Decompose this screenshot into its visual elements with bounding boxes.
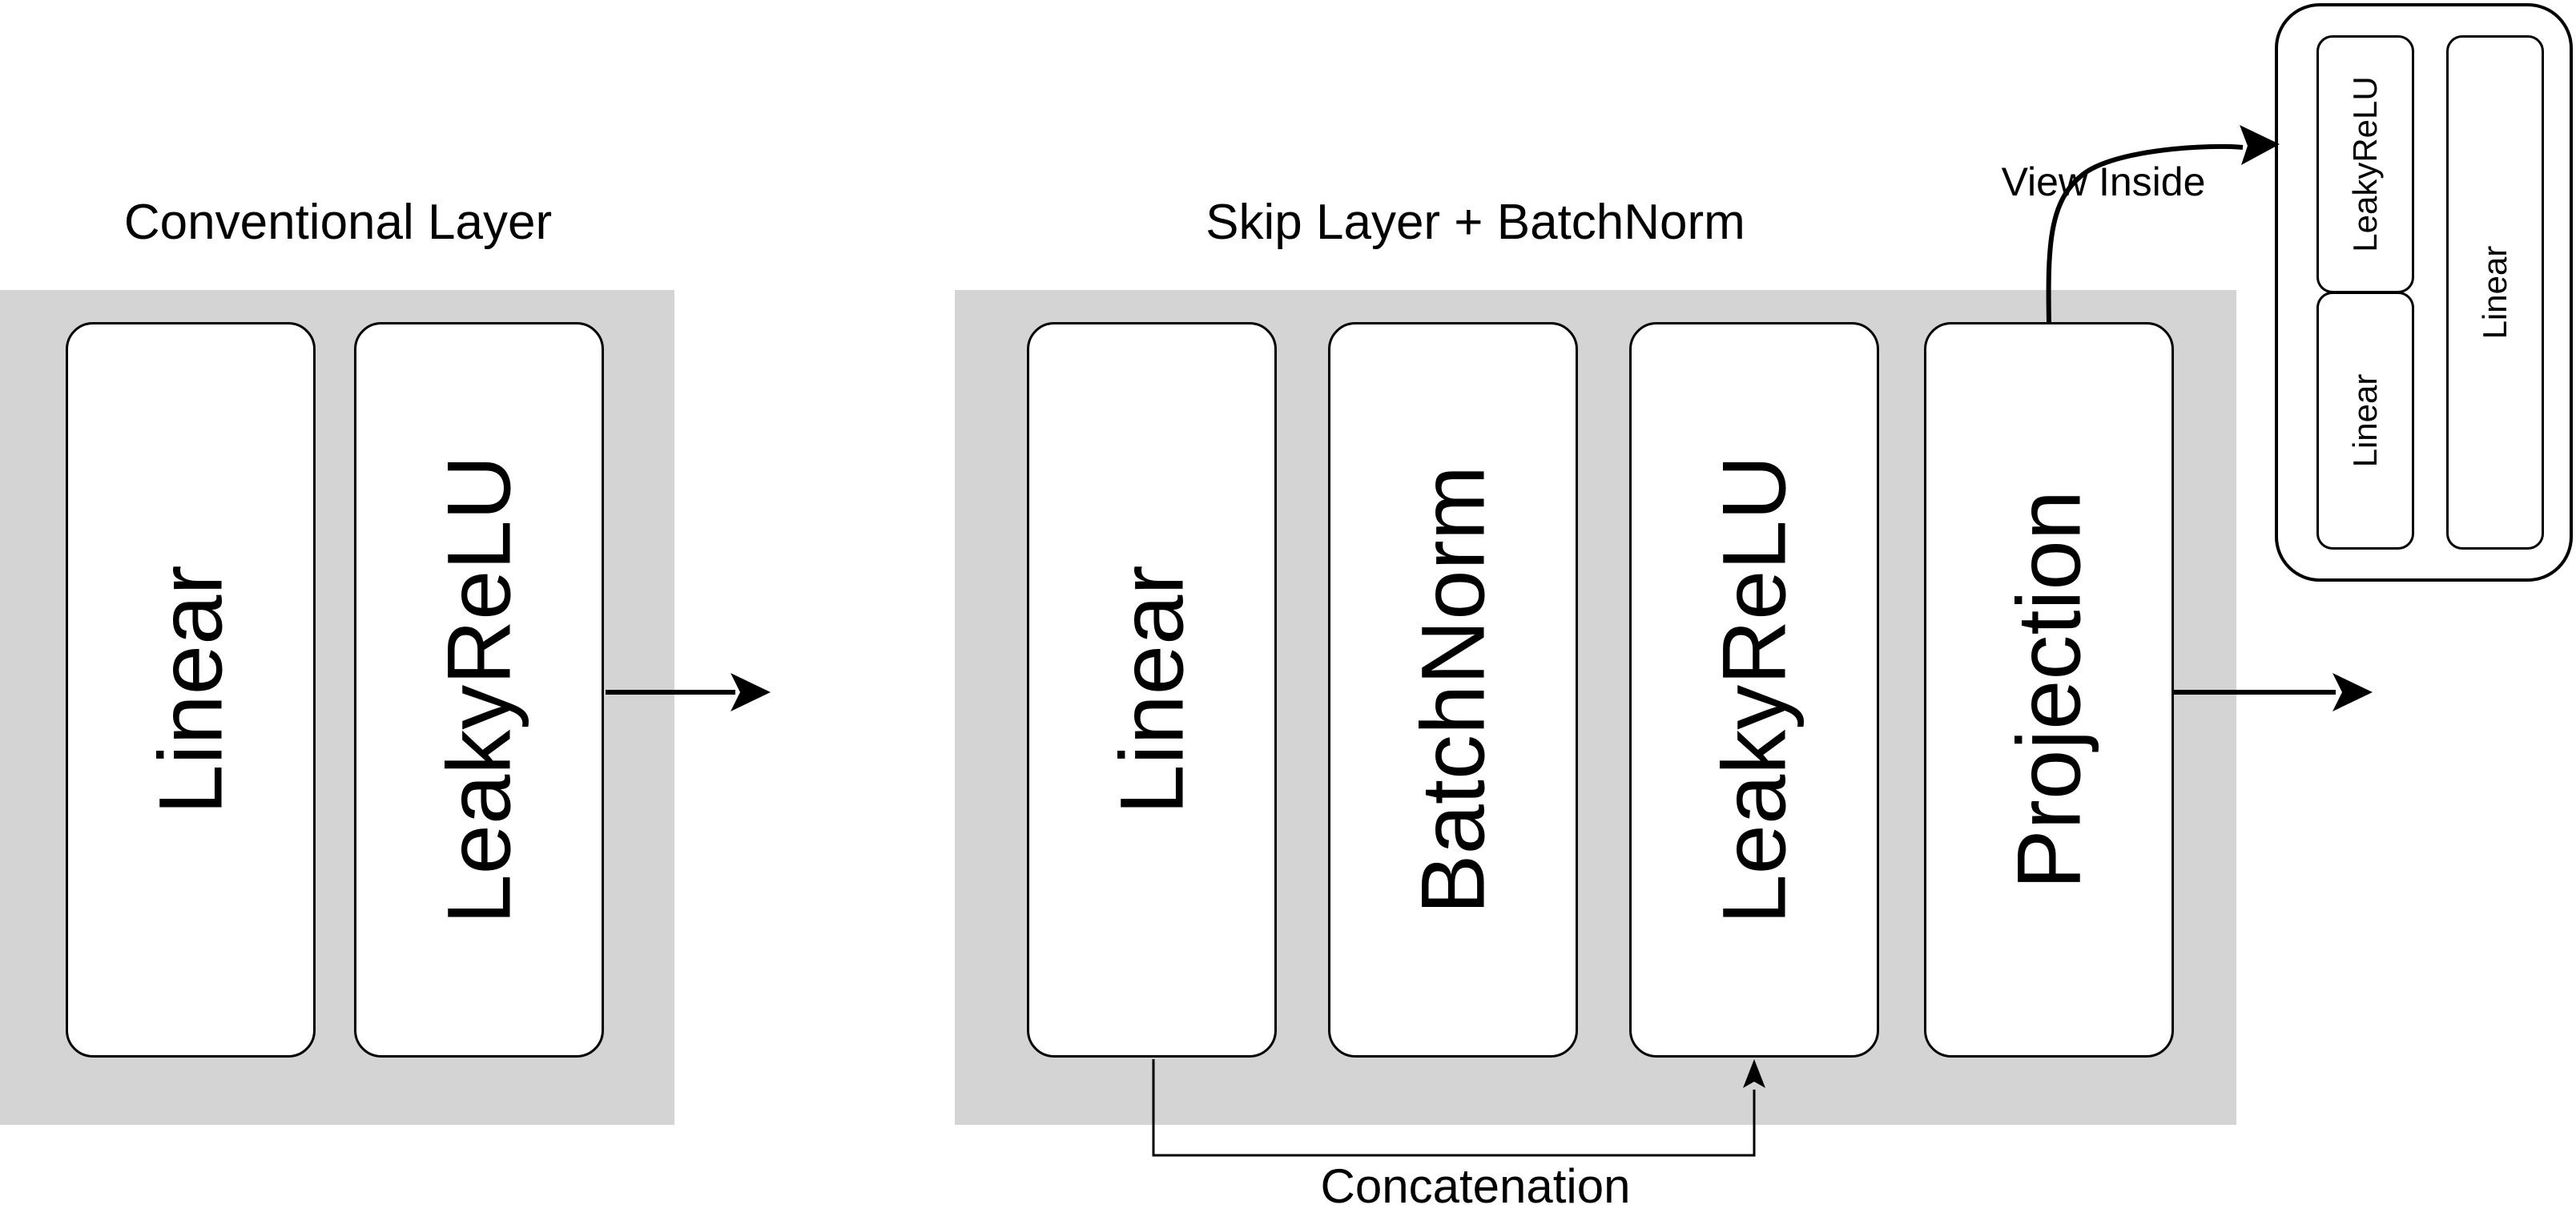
projection-detail-inset: LeakyReLU Linear Linear <box>2275 3 2573 582</box>
skip-linear-block: Linear <box>1027 322 1277 1058</box>
view-inside-label: View Inside <box>2001 159 2206 204</box>
concatenation-connector <box>1152 1059 1765 1157</box>
skip-leakyrelu-block: LeakyReLU <box>1629 322 1879 1058</box>
conventional-layer-title: Conventional Layer <box>123 195 553 250</box>
conv-linear-block: Linear <box>66 322 316 1058</box>
conv-leakyrelu-block: LeakyReLU <box>354 322 604 1058</box>
skip-layer-panel: Linear BatchNorm LeakyReLU Projection <box>955 290 2236 1125</box>
skip-output-arrow <box>2174 673 2373 711</box>
conventional-output-arrow <box>606 673 771 711</box>
skip-batchnorm-block: BatchNorm <box>1328 322 1578 1058</box>
skip-layer-title: Skip Layer + BatchNorm <box>1205 195 1745 250</box>
inset-linear-block-left: Linear <box>2316 292 2414 550</box>
inset-linear-block-right: Linear <box>2446 35 2544 550</box>
conventional-layer-panel: Linear LeakyReLU <box>0 290 674 1125</box>
skip-projection-block: Projection <box>1924 322 2174 1058</box>
concatenation-label: Concatenation <box>1320 1159 1631 1213</box>
view-inside-arrow <box>2046 125 2280 323</box>
